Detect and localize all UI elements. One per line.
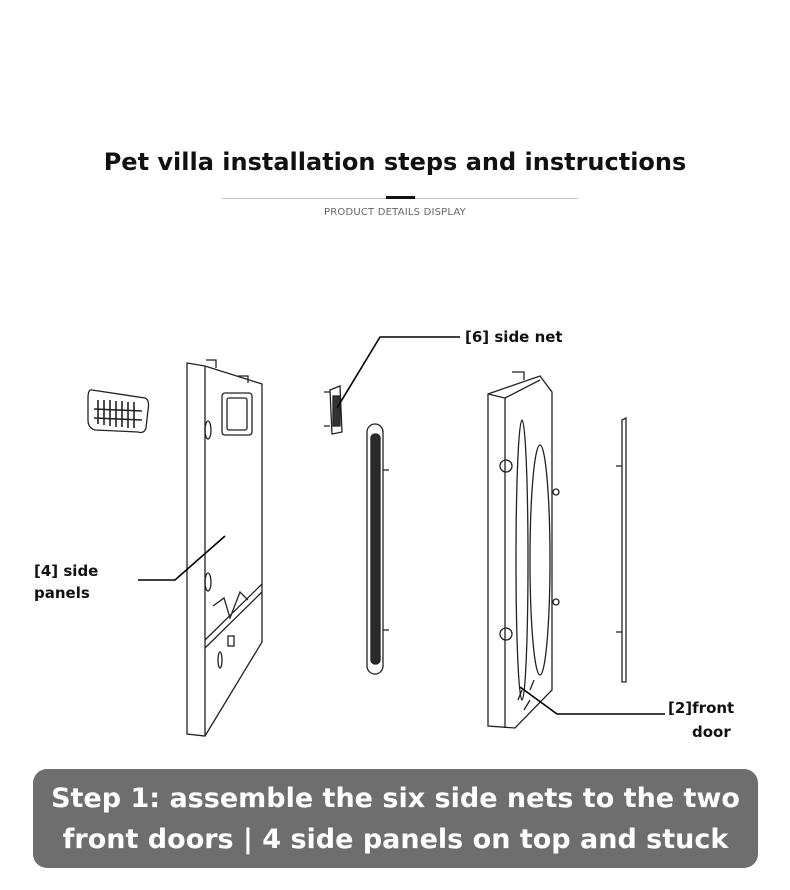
side-panel-part (186, 359, 263, 737)
label-front-door-line1: [2]front (668, 699, 735, 717)
label-side-net: [6] side net (465, 328, 563, 346)
thin-board-part (616, 416, 627, 683)
step-text-line1: Step 1: assemble the six side nets to th… (51, 782, 740, 814)
step-text-line2: front doors | 4 side panels on top and s… (62, 823, 729, 855)
page-subtitle: PRODUCT DETAILS DISPLAY (324, 207, 466, 218)
side-net-part-left (87, 389, 150, 434)
side-net-part-small (324, 385, 343, 435)
label-side-panels-line1: [4] side (34, 562, 99, 580)
leader-side-net (336, 336, 460, 409)
long-net-strip (366, 423, 389, 675)
leader-front-door (519, 686, 665, 715)
front-door-part (487, 371, 560, 729)
label-side-panels-line2: panels (34, 584, 90, 602)
divider-accent (386, 196, 415, 199)
page-title: Pet villa installation steps and instruc… (103, 148, 687, 176)
assembly-diagram (87, 336, 665, 737)
step-banner: Step 1: assemble the six side nets to th… (33, 769, 758, 868)
leader-side-panels (138, 535, 226, 581)
leader-lines (138, 336, 665, 715)
label-front-door-line2: door (692, 723, 731, 741)
